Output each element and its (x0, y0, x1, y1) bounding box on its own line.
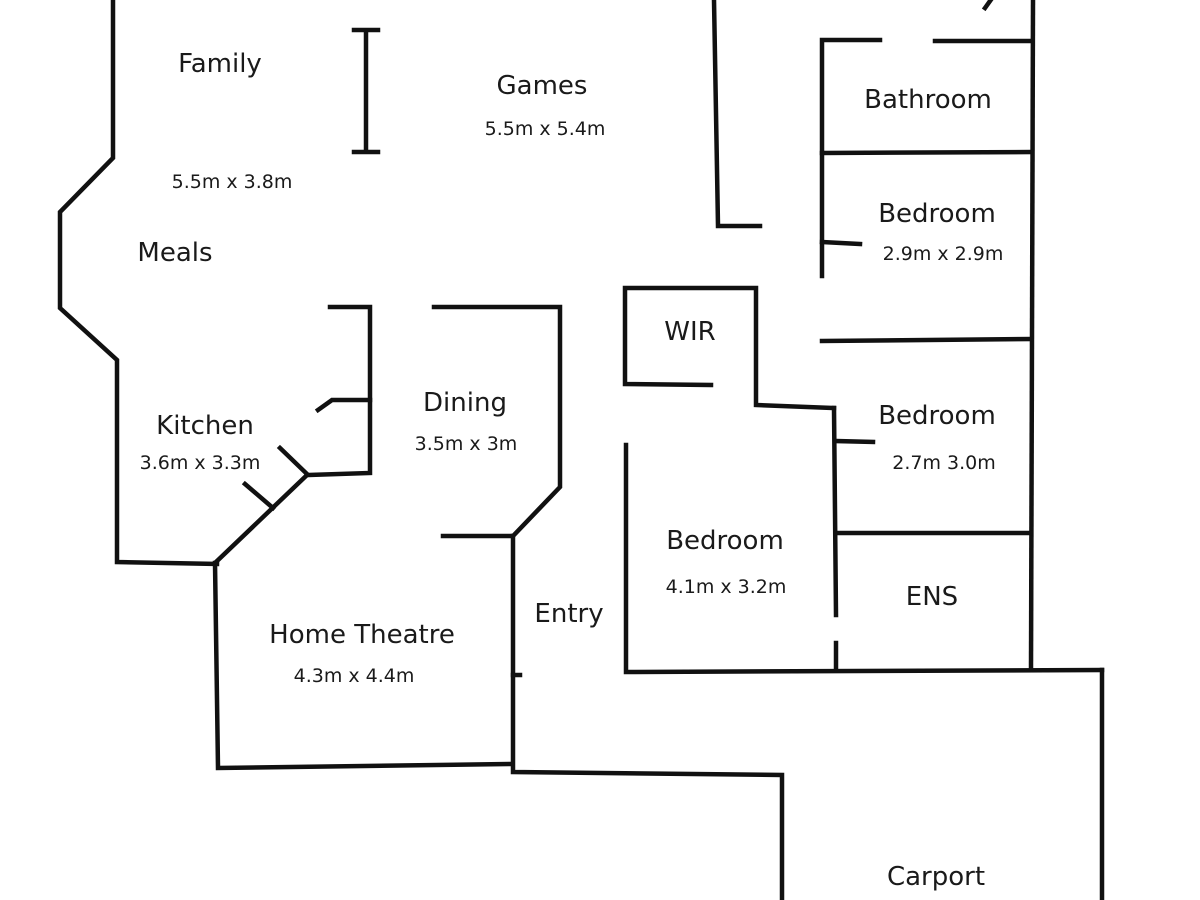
door-swing-top (981, 0, 994, 12)
label-family: Family (178, 49, 262, 79)
wir-walls (622, 285, 837, 411)
dims-bedroom-top: 2.9m x 2.9m (883, 243, 1004, 265)
walls (57, 0, 1105, 900)
label-bedroom-mid: Bedroom (878, 401, 996, 431)
dims-home-theatre: 4.3m x 4.4m (294, 665, 415, 687)
label-wir: WIR (664, 317, 715, 347)
dining-walls (431, 304, 563, 539)
bedroom-divider-wall (819, 336, 1034, 344)
label-bedroom-top: Bedroom (878, 199, 996, 229)
label-ens: ENS (906, 582, 958, 612)
dims-games: 5.5m x 5.4m (485, 118, 606, 140)
label-carport: Carport (887, 862, 985, 892)
east-exterior-wall (1028, 0, 1036, 671)
family-games-divider (351, 27, 381, 155)
label-games: Games (497, 71, 588, 101)
kitchen-door-stub-upper (276, 444, 311, 478)
label-kitchen: Kitchen (156, 411, 254, 441)
bedroom-mid-door-stub (833, 438, 876, 445)
dims-bedroom-master: 4.1m x 3.2m (666, 576, 787, 598)
dims-dining: 3.5m x 3m (415, 433, 518, 455)
entry-wall (510, 533, 785, 900)
home-theatre-walls (212, 560, 515, 771)
room-labels: Family 5.5m x 3.8m Games 5.5m x 5.4m Bat… (137, 49, 1003, 892)
label-bedroom-master: Bedroom (666, 526, 784, 556)
bathroom-walls (819, 37, 1034, 156)
dims-bedroom-mid: 2.7m 3.0m (892, 452, 996, 474)
kitchen-theatre-diagonal-wall (211, 471, 311, 567)
kitchen-bench-wall (304, 304, 373, 478)
label-entry: Entry (534, 599, 603, 629)
west-exterior-wall (57, 0, 220, 567)
dims-kitchen: 3.6m x 3.3m (140, 452, 261, 474)
kitchen-shelf (314, 397, 373, 414)
kitchen-door-stub-lower (241, 480, 277, 512)
label-meals: Meals (137, 238, 212, 268)
label-home-theatre: Home Theatre (269, 620, 455, 650)
label-dining: Dining (423, 388, 507, 418)
master-bedroom-walls (623, 442, 1105, 675)
label-bathroom: Bathroom (864, 85, 992, 115)
games-hall-wall (711, 0, 763, 229)
dims-family: 5.5m x 3.8m (172, 171, 293, 193)
bedroom-top-door-stub (819, 239, 863, 247)
